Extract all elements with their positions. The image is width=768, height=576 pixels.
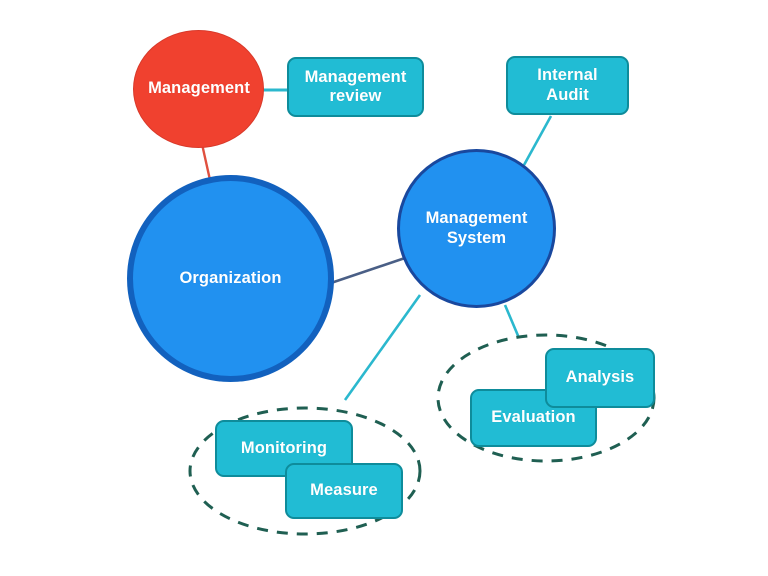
- node-organization[interactable]: Organization: [127, 175, 334, 382]
- node-management[interactable]: Management: [133, 30, 264, 148]
- node-measure[interactable]: Measure: [285, 463, 403, 519]
- node-analysis[interactable]: Analysis: [545, 348, 655, 408]
- node-organization-label: Organization: [179, 268, 282, 287]
- node-management-system-label: Management System: [425, 209, 528, 247]
- node-evaluation-label: Evaluation: [491, 408, 576, 427]
- node-management-review-label: Management review: [304, 67, 407, 105]
- node-internal-audit-label: Internal Audit: [537, 66, 598, 104]
- node-monitoring[interactable]: Monitoring: [215, 420, 353, 477]
- node-management-review[interactable]: Management review: [287, 57, 424, 117]
- node-analysis-label: Analysis: [565, 368, 635, 387]
- edge-management-system-to-monitoring-group: [343, 294, 422, 401]
- edge-organization-to-management-system: [324, 256, 406, 287]
- node-monitoring-label: Monitoring: [240, 438, 328, 457]
- edge-management-to-organization: [200, 143, 212, 181]
- edge-management-system-to-analysis-group: [503, 304, 521, 339]
- edge-internal-audit-to-management-system: [522, 115, 553, 166]
- node-measure-label: Measure: [310, 481, 378, 500]
- node-management-system[interactable]: Management System: [397, 149, 556, 308]
- node-management-label: Management: [148, 79, 250, 98]
- node-internal-audit[interactable]: Internal Audit: [506, 56, 629, 115]
- group-outline-monitoring-measure: [188, 406, 422, 536]
